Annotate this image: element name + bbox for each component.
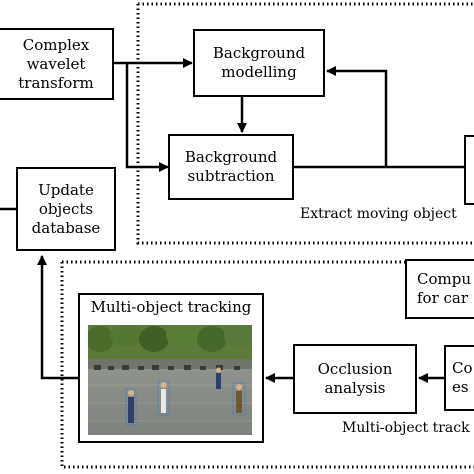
node-line: database bbox=[32, 219, 101, 238]
node-line: wavelet bbox=[18, 55, 93, 74]
node-line: Complex bbox=[18, 36, 93, 55]
multi-object-track-label: Multi-object track bbox=[342, 420, 470, 436]
tracking-title: Multi-object tracking bbox=[80, 298, 262, 316]
node-line: for car bbox=[417, 289, 471, 308]
node-line: Background bbox=[185, 148, 277, 167]
node-line: Background bbox=[213, 44, 305, 63]
occlusion-analysis-box: Occlusion analysis bbox=[293, 344, 417, 414]
background-modelling-box: Background modelling bbox=[193, 29, 325, 97]
tracking-scene-image bbox=[88, 325, 252, 435]
complex-wavelet-transform-box: Complex wavelet transform bbox=[0, 28, 114, 100]
node-line: Update bbox=[32, 181, 101, 200]
right-output-box-partial bbox=[464, 135, 474, 205]
node-line: Compu bbox=[417, 270, 471, 289]
node-line: transform bbox=[18, 74, 93, 93]
background-subtraction-box: Background subtraction bbox=[168, 134, 294, 200]
node-line: modelling bbox=[213, 63, 305, 82]
node-line: analysis bbox=[318, 379, 393, 398]
node-line: es bbox=[452, 378, 473, 397]
compute-box-partial: Compu for car bbox=[405, 259, 474, 319]
extract-moving-object-label: Extract moving object bbox=[300, 206, 457, 222]
multi-object-tracking-box: Multi-object tracking bbox=[78, 293, 264, 443]
node-line: subtraction bbox=[185, 167, 277, 186]
tracking-to-update-arrow bbox=[42, 256, 78, 378]
node-line: Co bbox=[452, 359, 473, 378]
feedback-to-modelling-arrow bbox=[327, 71, 386, 167]
node-line: objects bbox=[32, 200, 101, 219]
update-objects-database-box: Update objects database bbox=[16, 167, 116, 251]
node-line: Occlusion bbox=[318, 360, 393, 379]
co-box-partial: Co es bbox=[444, 345, 474, 411]
wavelet-to-subtraction-arrow bbox=[127, 63, 168, 167]
